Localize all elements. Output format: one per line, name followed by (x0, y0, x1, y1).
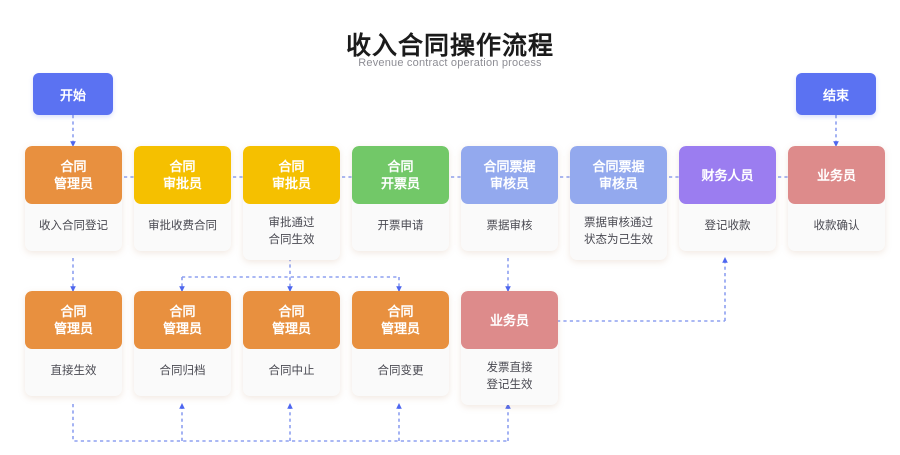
role-line: 财务人员 (701, 167, 754, 183)
desc-line: 开票申请 (377, 220, 424, 232)
node-r2-c3[interactable]: 合同管理员 合同中止 (243, 291, 340, 396)
role-line: 合同 (169, 159, 196, 174)
desc-line: 票据审核 (486, 220, 533, 232)
role-line: 管理员 (162, 321, 202, 336)
node-r1-c8-header: 业务员 (788, 146, 885, 204)
desc-line: 合同生效 (268, 234, 315, 246)
node-r1-c7-header: 财务人员 (679, 146, 776, 204)
role-line: 合同 (60, 304, 87, 319)
desc-line: 合同中止 (268, 365, 315, 377)
desc-line: 状态为己生效 (584, 234, 653, 246)
node-r2-c1-body: 直接生效 (25, 349, 122, 396)
desc-line: 票据审核通过 (584, 217, 653, 229)
node-r2-c3-header: 合同管理员 (243, 291, 340, 349)
node-r1-c7[interactable]: 财务人员 登记收款 (679, 146, 776, 251)
desc-line: 合同归档 (159, 365, 206, 377)
node-r1-c1-body: 收入合同登记 (25, 204, 122, 251)
node-r1-c6-header: 合同票据审核员 (570, 146, 667, 204)
node-r1-c8-body: 收款确认 (788, 204, 885, 251)
node-r1-c2[interactable]: 合同审批员 审批收费合同 (134, 146, 231, 251)
role-line: 合同 (278, 159, 305, 174)
role-line: 审核员 (489, 176, 529, 191)
node-r1-c1[interactable]: 合同管理员 收入合同登记 (25, 146, 122, 251)
node-r1-c3[interactable]: 合同审批员 审批通过 合同生效 (243, 146, 340, 260)
desc-line: 审批收费合同 (148, 220, 217, 232)
node-r1-c5[interactable]: 合同票据审核员 票据审核 (461, 146, 558, 251)
role-line: 管理员 (380, 321, 420, 336)
node-r1-c7-body: 登记收款 (679, 204, 776, 251)
role-line: 合同 (169, 304, 196, 319)
node-r1-c2-header: 合同审批员 (134, 146, 231, 204)
role-line: 管理员 (53, 321, 93, 336)
role-line: 开票员 (380, 176, 420, 191)
node-r2-c5[interactable]: 业务员 发票直接 登记生效 (461, 291, 558, 405)
role-line: 业务员 (816, 167, 856, 183)
node-r1-c8[interactable]: 业务员 收款确认 (788, 146, 885, 251)
node-r2-c2-header: 合同管理员 (134, 291, 231, 349)
role-line: 合同票据 (483, 159, 536, 174)
node-r1-c3-header: 合同审批员 (243, 146, 340, 204)
role-line: 审批员 (162, 176, 202, 191)
role-line: 合同 (387, 159, 414, 174)
role-line: 审批员 (271, 176, 311, 191)
role-line: 合同 (387, 304, 414, 319)
role-line: 管理员 (53, 176, 93, 191)
desc-line: 直接生效 (50, 365, 97, 377)
node-r2-c3-body: 合同中止 (243, 349, 340, 396)
desc-line: 登记收款 (704, 220, 751, 232)
page-subtitle: Revenue contract operation process (358, 57, 542, 69)
node-r2-c5-header: 业务员 (461, 291, 558, 349)
node-r1-c6-body: 票据审核通过 状态为己生效 (570, 204, 667, 260)
bus-bottom-return (72, 404, 508, 442)
node-r2-c2-body: 合同归档 (134, 349, 231, 396)
role-line: 合同 (60, 159, 87, 174)
node-r1-c1-header: 合同管理员 (25, 146, 122, 204)
role-line: 审核员 (598, 176, 638, 191)
node-r2-c2[interactable]: 合同管理员 合同归档 (134, 291, 231, 396)
node-r2-c4-header: 合同管理员 (352, 291, 449, 349)
node-r1-c3-body: 审批通过 合同生效 (243, 204, 340, 260)
terminal-start[interactable]: 开始 (33, 73, 113, 115)
role-line: 合同票据 (592, 159, 645, 174)
role-line: 合同 (278, 304, 305, 319)
node-r1-c6[interactable]: 合同票据审核员 票据审核通过 状态为己生效 (570, 146, 667, 260)
desc-line: 合同变更 (377, 365, 424, 377)
node-r2-c1[interactable]: 合同管理员 直接生效 (25, 291, 122, 396)
node-r1-c4-body: 开票申请 (352, 204, 449, 251)
node-r1-c2-body: 审批收费合同 (134, 204, 231, 251)
desc-line: 登记生效 (486, 379, 533, 391)
node-r2-c1-header: 合同管理员 (25, 291, 122, 349)
node-r2-c4[interactable]: 合同管理员 合同变更 (352, 291, 449, 396)
node-r2-c5-body: 发票直接 登记生效 (461, 349, 558, 405)
role-line: 管理员 (271, 321, 311, 336)
node-r2-c4-body: 合同变更 (352, 349, 449, 396)
desc-line: 审批通过 (268, 217, 315, 229)
node-r1-c5-header: 合同票据审核员 (461, 146, 558, 204)
role-line: 业务员 (489, 312, 529, 328)
desc-line: 收入合同登记 (39, 220, 108, 232)
node-r1-c4[interactable]: 合同开票员 开票申请 (352, 146, 449, 251)
terminal-end-label: 结束 (822, 87, 849, 103)
page-title: 收入合同操作流程 (345, 32, 554, 60)
node-r1-c5-body: 票据审核 (461, 204, 558, 251)
node-r1-c4-header: 合同开票员 (352, 146, 449, 204)
desc-line: 发票直接 (486, 362, 533, 374)
desc-line: 收款确认 (813, 220, 860, 232)
terminal-end[interactable]: 结束 (796, 73, 876, 115)
terminal-start-label: 开始 (59, 87, 86, 103)
